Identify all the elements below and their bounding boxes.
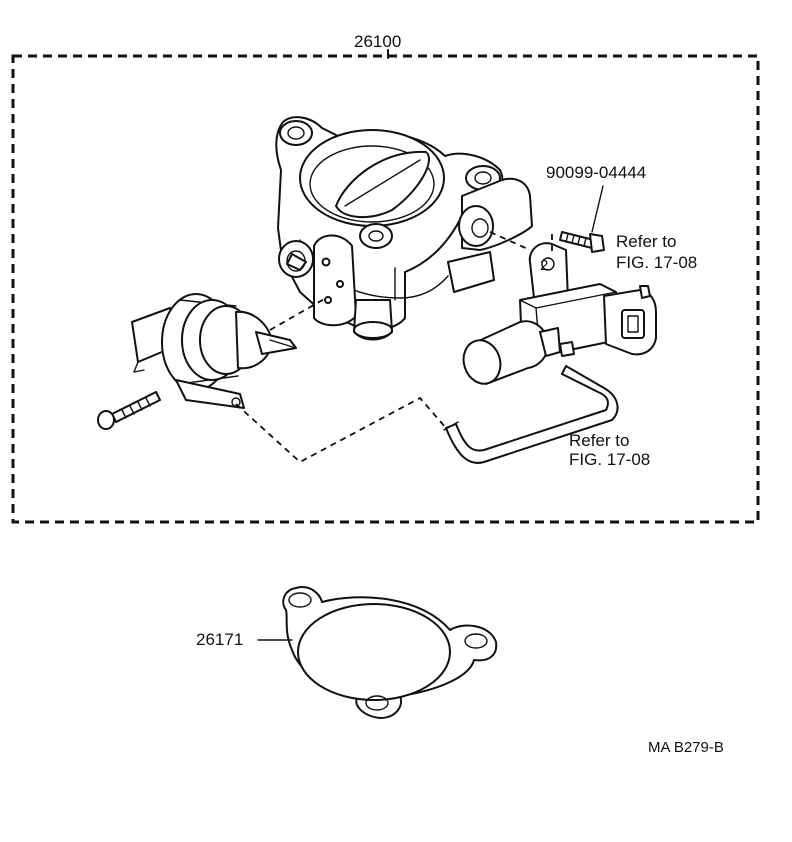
refer-hose-line2: FIG. 17-08 bbox=[569, 450, 650, 469]
refer-solenoid-line1: Refer to bbox=[616, 232, 676, 251]
bolt-part-number: 90099-04444 bbox=[546, 163, 646, 182]
drawing-code: MA B279-B bbox=[648, 739, 724, 756]
dashpot-actuator bbox=[131, 293, 297, 409]
vacuum-switching-valve: 2 bbox=[462, 242, 657, 385]
svg-text:2: 2 bbox=[540, 257, 548, 274]
gasket-26171 bbox=[257, 586, 498, 719]
refer-solenoid-line2: FIG. 17-08 bbox=[616, 253, 697, 272]
gasket-part-number: 26171 bbox=[196, 630, 243, 649]
connection-lines bbox=[235, 231, 553, 464]
bolt-leader-line bbox=[591, 185, 604, 233]
throttle-body bbox=[275, 116, 533, 341]
refer-hose-line1: Refer to bbox=[569, 431, 629, 450]
vacuum-hose bbox=[443, 365, 619, 464]
assembly-frame bbox=[11, 49, 760, 524]
dashpot-screw bbox=[97, 391, 161, 430]
assembly-part-number: 26100 bbox=[354, 32, 401, 51]
bolt-90099-04444 bbox=[559, 185, 605, 253]
